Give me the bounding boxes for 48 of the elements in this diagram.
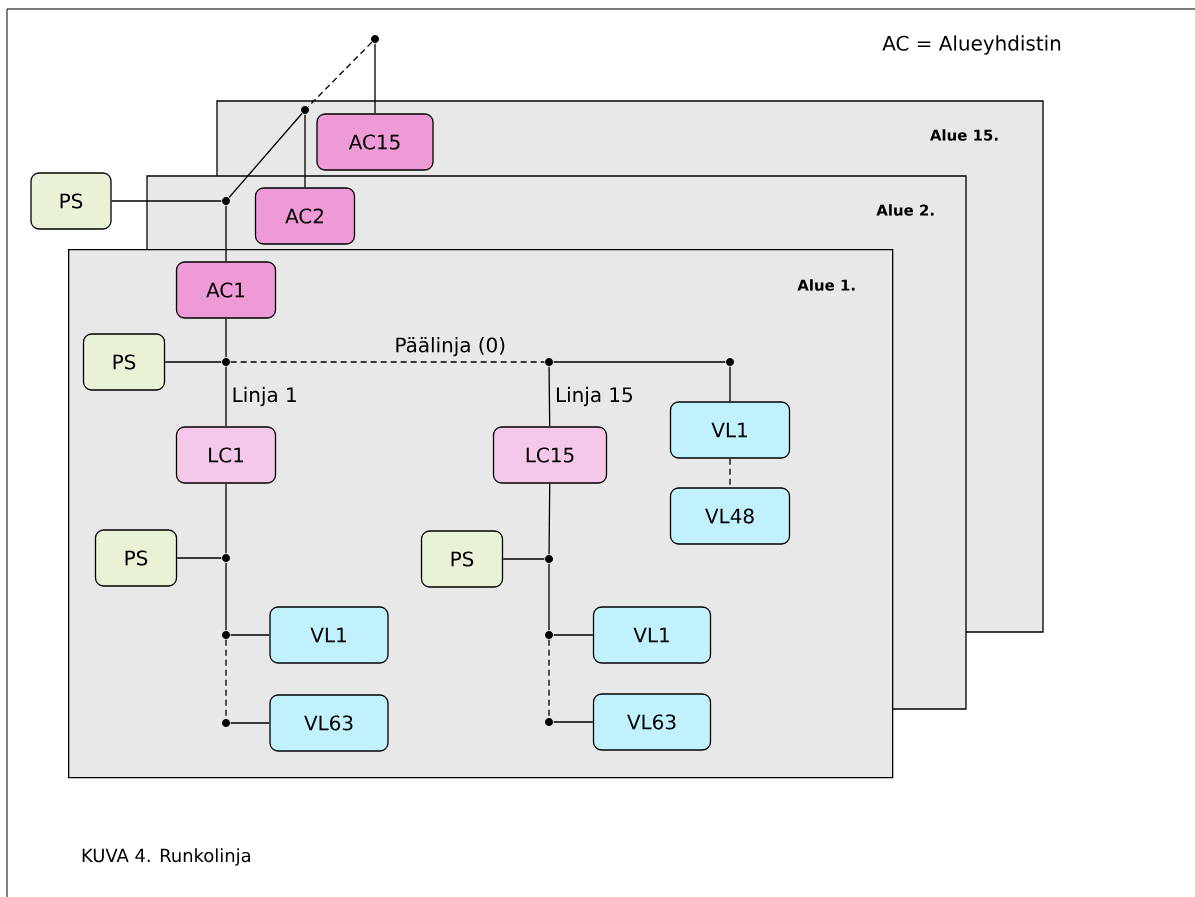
connector-line [225, 318, 227, 358]
connector-line [228, 112, 303, 199]
device-box: PS [30, 172, 112, 230]
connector-line [553, 721, 594, 723]
legend-note: AC = Alueyhdistin [882, 35, 1061, 55]
device-box: VL1 [269, 606, 389, 664]
connector-line [729, 366, 731, 402]
connector-line [374, 43, 376, 114]
device-box: PS [94, 529, 178, 587]
edge-label: Linja 1 [233, 386, 296, 407]
connector-line [502, 558, 545, 560]
device-box: VL1 [592, 606, 712, 664]
device-box: PS [82, 333, 166, 391]
device-box: LC1 [175, 426, 277, 484]
connector-line [548, 639, 550, 718]
connector-line [230, 722, 270, 724]
connector-line [225, 366, 227, 427]
device-box: AC2 [254, 187, 356, 245]
connector-line [225, 205, 227, 262]
device-box: VL63 [269, 694, 389, 752]
device-box: AC15 [316, 113, 434, 171]
device-box: AC1 [175, 261, 277, 319]
connector-line [225, 639, 227, 719]
device-box: VL48 [669, 487, 791, 545]
connector-line [230, 634, 270, 636]
device-box: LC15 [492, 426, 608, 484]
connector-line [553, 634, 594, 636]
connector-line [548, 563, 550, 631]
connector-line [111, 200, 222, 202]
connector-line [225, 483, 227, 554]
node-label: Alue 2. [876, 204, 934, 216]
connector-line [307, 41, 373, 108]
connector-line [729, 458, 731, 488]
device-box: PS [420, 530, 504, 588]
connector-line [548, 366, 551, 427]
caption: KUVA 4. Runkolinja [82, 848, 250, 866]
edge-label: Linja 15 [557, 386, 632, 407]
connector-line [176, 557, 222, 559]
edge-label: Päälinja (0) [396, 337, 505, 357]
device-box: VL1 [669, 401, 791, 459]
device-box: VL63 [592, 693, 712, 751]
connector-line [225, 562, 227, 631]
connector-line [230, 361, 545, 363]
node-label: Alue 15. [929, 129, 998, 141]
connector-line [548, 483, 551, 555]
connector-line [304, 114, 306, 188]
connector-line [164, 361, 222, 363]
connector-line [553, 361, 726, 363]
